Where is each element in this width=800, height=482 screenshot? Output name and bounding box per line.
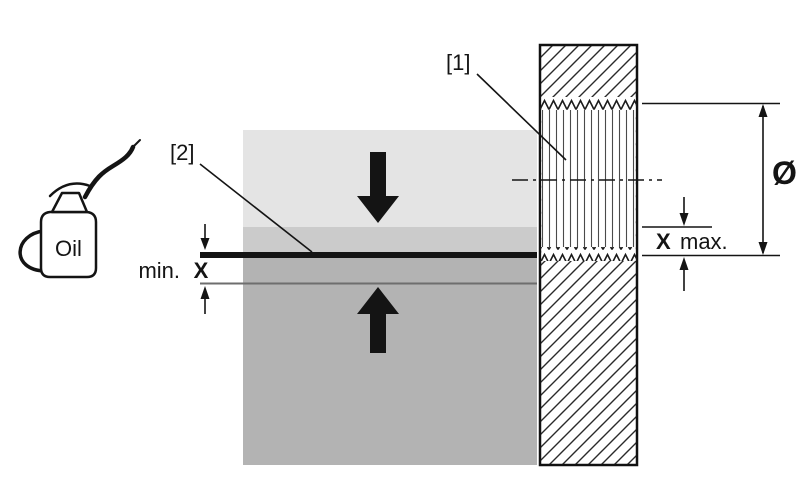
- press-up-arrow: [357, 287, 399, 353]
- lower-panel: [243, 258, 537, 465]
- upper-panel: [243, 130, 537, 227]
- oil-can-spout-tip: [132, 139, 141, 148]
- thread-lines: [542, 110, 635, 247]
- min-gap-label: min.: [138, 258, 180, 283]
- oil-can-spout: [82, 144, 136, 200]
- diameter-symbol: Ø: [772, 155, 797, 191]
- diameter-dim-arrow-down-icon: [758, 242, 768, 255]
- max-gap-symbol: X: [656, 229, 671, 254]
- max-gap-label: max.: [680, 229, 728, 254]
- oil-can-shoulder: [50, 191, 89, 214]
- label-ref-2: [2]: [170, 140, 194, 165]
- oil-can-pump-lever: [48, 182, 92, 198]
- oil-can-handle: [18, 229, 47, 273]
- min-gap-arrow-down-icon: [200, 238, 210, 250]
- press-down-arrow: [357, 152, 399, 223]
- leader-line-1: [476, 73, 567, 161]
- oil-can-body: [39, 210, 98, 279]
- min-gap-arrow-up-icon: [200, 286, 210, 299]
- thread-bottom-zigzag: [540, 247, 637, 261]
- diameter-dim-arrow-up-icon: [758, 104, 768, 117]
- compression-band: [243, 227, 537, 252]
- label-ref-1: [1]: [446, 50, 470, 75]
- oil-can-label: Oil: [55, 236, 82, 261]
- leader-line-2: [199, 163, 313, 253]
- thread-top-zigzag: [540, 97, 637, 111]
- max-gap-arrow-up-icon: [679, 257, 689, 270]
- min-gap-symbol: X: [194, 258, 209, 283]
- max-gap-arrow-down-icon: [679, 213, 689, 226]
- oil-can-icon: Oil: [18, 139, 141, 279]
- bond-line-thick: [200, 252, 537, 258]
